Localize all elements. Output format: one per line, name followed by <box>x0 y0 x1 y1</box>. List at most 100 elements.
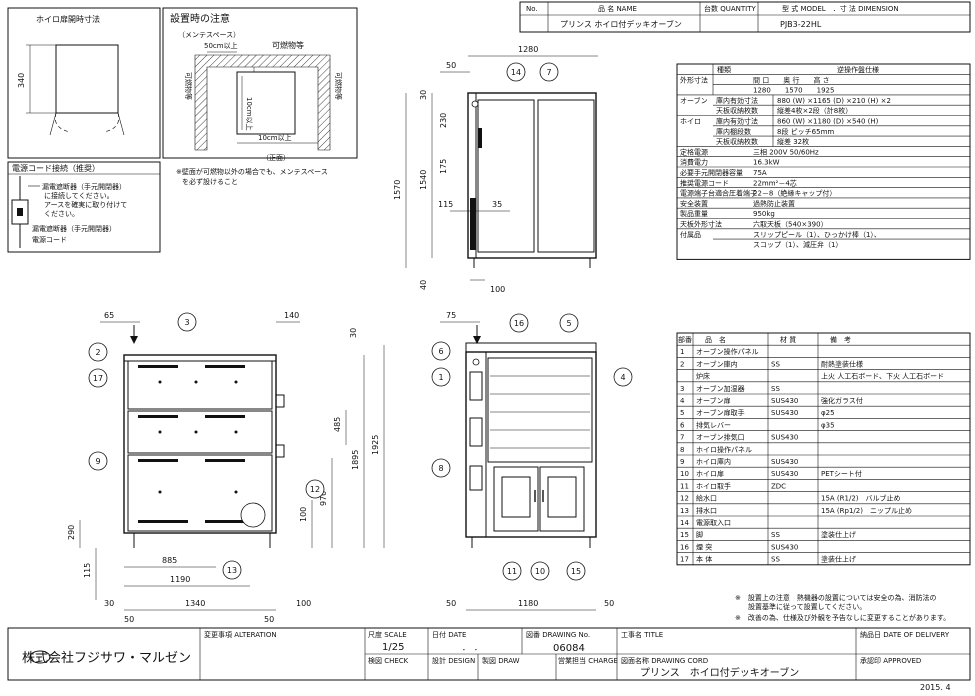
parts-material: SS <box>771 556 780 564</box>
parts-name: 本 体 <box>696 555 712 564</box>
parts-remarks: PETシート付 <box>821 469 862 478</box>
dim-50-right-right: 50 <box>604 599 614 608</box>
callout-number: 10 <box>535 567 545 576</box>
dim-100-side: 100 <box>490 285 505 294</box>
parts-material: SUS430 <box>771 409 798 417</box>
parts-remarks: 15A (Rp1/2) ニップル止め <box>821 506 912 515</box>
note-2: ※ 改善の為、仕様及び外観を予告なしに変更することがあります。 <box>735 613 950 622</box>
callout-13: 13 <box>222 560 242 580</box>
dim-485: 485 <box>333 417 342 432</box>
spec-group: 電源端子台適合圧着端子 <box>680 189 757 198</box>
parts-remarks: 塗装仕上げ <box>821 555 856 564</box>
title-block-bottom: 株式会社フジサワ・マルゼン 変更事項 ALTERATION 尺度 SCALE 1… <box>7 627 971 692</box>
parts-material: ZDC <box>771 482 786 490</box>
parts-remarks: 上火 人工石ボード、下火 人工石ボード <box>821 372 944 381</box>
parts-name: 排気レバー <box>696 420 731 429</box>
door-open-box: ホイロ扉開時寸法 340 <box>7 7 161 159</box>
callout-1: 1 <box>431 367 451 387</box>
cord-label: 図面名称 DRAWING CORD <box>621 656 708 665</box>
dim-1925: 1925 <box>371 435 380 455</box>
callout-number: 17 <box>93 374 103 383</box>
power-l1: 漏電遮断器（手元開閉器） <box>42 182 126 191</box>
parts-remarks: 耐熱塗装仕様 <box>821 359 863 368</box>
dim-50-right-left: 50 <box>446 599 456 608</box>
scale-label: 尺度 SCALE <box>368 630 407 639</box>
dim-885: 885 <box>162 556 177 565</box>
parts-no: 3 <box>680 385 684 393</box>
spec-value: 880 (W) ×1165 (D) ×210 (H) ×2 <box>777 97 891 105</box>
spec-row: スコップ（1）、減圧弁（1） <box>753 240 842 249</box>
parts-header-no: 部番 <box>678 335 692 344</box>
spec-value: スコップ（1）、減圧弁（1） <box>753 240 842 249</box>
parts-no: 1 <box>680 348 684 356</box>
parts-material: SS <box>771 360 780 368</box>
parts-no: 14 <box>680 519 689 527</box>
callout-number: 9 <box>95 457 100 466</box>
drawing-no-value: 06084 <box>553 643 585 654</box>
callout-number: 6 <box>438 347 443 356</box>
side-elevation-view: 1280 50 1570 1540 30 230 175 115 35 40 1… <box>393 45 598 294</box>
dim-115-front: 115 <box>83 563 92 578</box>
power-l5: 漏電遮断器（手元開閉器） <box>32 224 116 233</box>
spec-group: 付属品 <box>680 230 701 239</box>
spec-value: 縦差 32枚 <box>777 137 809 146</box>
delivery-label: 納品日 DATE OF DELIVERY <box>860 630 950 639</box>
spec-header-kind: 種類 <box>717 65 731 74</box>
spec-group: 必要手元開閉器容量 <box>680 168 743 177</box>
parts-no: 4 <box>680 397 685 405</box>
callout-2: 2 <box>88 342 108 362</box>
spec-value: 22－8（絶縁キャップ付） <box>753 189 836 198</box>
parts-no: 6 <box>680 421 685 429</box>
spec-value: 縦差4枚×2段（計8枚） <box>777 106 852 115</box>
parts-no: 16 <box>680 543 689 551</box>
spec-group: 外形寸法 <box>680 75 708 84</box>
note-1a: ※ 設置上の注意 熱機器の設置については安全の為、消防法の <box>735 593 937 602</box>
spec-group: 定格電源 <box>680 147 708 156</box>
design-label: 設計 DESIGN <box>432 656 475 665</box>
dim-970: 970 <box>319 491 328 506</box>
callout-number: 16 <box>514 319 524 328</box>
parts-name: 排水口 <box>696 506 717 515</box>
callout-5: 5 <box>559 313 579 333</box>
dim-1540: 1540 <box>419 170 428 190</box>
maint-space: （メンテスペース） <box>178 31 240 39</box>
power-l3: アースを確実に取り付けて <box>44 200 127 209</box>
dim-40: 40 <box>419 280 428 290</box>
spec-row: 1280 1570 1925 <box>753 87 834 95</box>
parts-no: 12 <box>680 495 689 503</box>
spec-value: 過熱防止装置 <box>753 199 795 208</box>
spec-value: 16.3kW <box>753 159 780 167</box>
dim-115-side: 115 <box>438 200 453 209</box>
spec-key: 天板収納枚数 <box>716 106 758 115</box>
dim-1570: 1570 <box>393 180 402 200</box>
spec-value: 860 (W) ×1180 (D) ×540 (H) <box>777 118 879 126</box>
spec-row: 安全装置過熱防止装置 <box>680 199 795 208</box>
parts-no: 15 <box>680 531 689 539</box>
spec-key: 天板収納枚数 <box>716 137 758 146</box>
parts-name: オーブン操作パネル <box>696 347 759 356</box>
callout-9: 9 <box>88 451 108 471</box>
power-l4: ください。 <box>44 210 79 218</box>
dim-50-bottom-right: 50 <box>264 615 274 624</box>
callout-16: 16 <box>509 313 529 333</box>
dim-75: 75 <box>446 311 456 320</box>
install-caution-box: 設置時の注意 （メンテスペース） 50cm以上 可燃物等 可燃物等 可燃物等 1… <box>162 7 358 186</box>
callout-number: 4 <box>620 373 625 382</box>
parts-no: 10 <box>680 470 689 478</box>
spec-row: 天板収納枚数 縦差 32枚 <box>716 137 809 146</box>
parts-remarks: φ25 <box>821 409 835 417</box>
title-block-top: No. 品 名 NAME 台数 QUANTITY 型 式 MODEL ．寸 法 … <box>519 1 971 33</box>
callout-number: 1 <box>438 373 443 382</box>
parts-no: 7 <box>680 434 684 442</box>
